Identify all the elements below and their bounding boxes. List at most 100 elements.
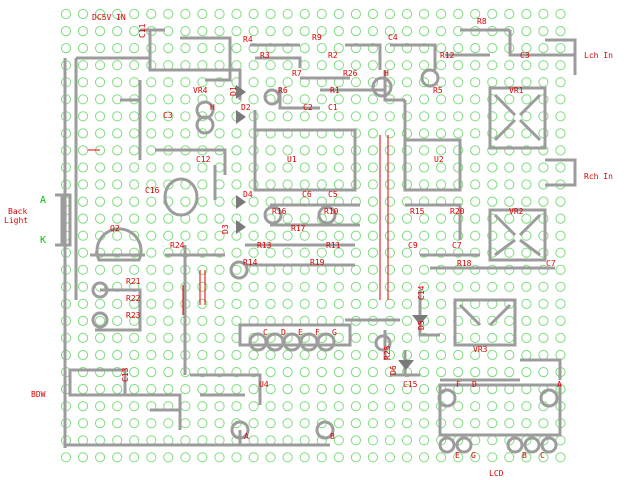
board-pad: [367, 452, 378, 463]
r21-pad: [91, 281, 109, 299]
board-pad: [350, 401, 361, 412]
board-pad: [487, 145, 498, 156]
board-pad: [401, 315, 413, 326]
trace-dc-in: [148, 30, 242, 100]
board-pad: [384, 264, 395, 275]
board-pad: [112, 111, 123, 122]
board-pad: [77, 349, 89, 361]
board-pad: [367, 281, 378, 292]
board-pad: [77, 162, 89, 173]
trace-r21-r23: [95, 288, 142, 332]
trace-u1-box: [253, 110, 357, 192]
board-pad: [401, 401, 413, 412]
board-pad: [197, 298, 208, 309]
board-pad: [419, 418, 430, 429]
board-pad: [333, 384, 344, 395]
label-lcd-e: E: [455, 451, 460, 460]
q2-transistor: [95, 227, 143, 262]
board-pad: [419, 332, 430, 343]
board-pad: [299, 43, 310, 54]
board-pad: [350, 452, 361, 463]
r6-pad: [263, 88, 281, 106]
label-lcd-g: G: [471, 451, 476, 460]
board-pad: [504, 367, 515, 378]
board-pad: [333, 111, 344, 122]
board-pad: [214, 281, 225, 292]
board-pad: [163, 298, 174, 309]
board-pad: [77, 145, 89, 156]
board-pad: [282, 230, 293, 241]
label-light: Light: [4, 216, 28, 225]
board-pad: [538, 230, 549, 241]
label-r23: R23: [126, 311, 141, 320]
trace-u2-box: [403, 100, 462, 192]
board-pad: [95, 60, 106, 71]
board-pad: [538, 26, 549, 37]
board-pad: [470, 179, 481, 190]
board-pad: [146, 281, 157, 292]
board-pad: [436, 230, 447, 241]
trace-c14: [418, 290, 440, 337]
board-pad: [112, 213, 123, 224]
board-pad: [231, 145, 242, 156]
board-pad: [384, 196, 395, 207]
board-pad: [538, 43, 549, 54]
board-pad: [350, 247, 361, 258]
board-pad: [419, 435, 430, 446]
board-pad: [470, 111, 481, 122]
label-vr2: VR2: [509, 207, 524, 216]
board-pad: [214, 298, 225, 309]
board-pad: [487, 230, 498, 241]
board-pad: [299, 247, 310, 258]
board-pad: [504, 452, 515, 463]
board-pad: [214, 94, 225, 105]
board-pad: [538, 367, 549, 378]
trace-display-segments: [238, 323, 352, 347]
label-r14: R14: [243, 258, 258, 267]
label-r18: R18: [457, 259, 472, 268]
board-pad: [436, 349, 447, 361]
board-pad: [265, 247, 276, 258]
board-pad: [504, 196, 515, 207]
board-pad: [333, 247, 344, 258]
board-pad: [163, 281, 174, 292]
label-lcd-c: C: [540, 451, 545, 460]
board-pad: [112, 8, 123, 20]
board-pad: [333, 281, 344, 292]
board-pad: [384, 162, 395, 173]
board-pad: [231, 43, 242, 54]
label-c3-top: C3: [520, 51, 530, 60]
board-pad: [453, 401, 464, 412]
components: [60, 68, 559, 454]
board-pad: [521, 26, 532, 37]
board-pad: [538, 264, 549, 275]
board-pad: [470, 196, 481, 207]
lcd-pin-4: [523, 436, 541, 454]
board-pad: [77, 43, 89, 54]
board-pad: [401, 349, 413, 361]
board-pad: [504, 94, 515, 105]
board-pad: [555, 94, 566, 105]
board-pad: [555, 43, 566, 54]
board-pad: [146, 418, 157, 429]
board-pad: [521, 145, 532, 156]
board-pad: [197, 179, 208, 190]
vr3-symbol: [458, 303, 512, 327]
board-pad: [487, 367, 498, 378]
board-pad: [401, 298, 413, 309]
board-pad: [401, 418, 413, 429]
board-pad: [436, 315, 447, 326]
board-pad: [163, 315, 174, 326]
board-pad: [401, 77, 413, 88]
text-labels: DC5V IN C11 R4 R9 C4 R8 R3 R2 R12 C3 Lch…: [4, 13, 613, 478]
board-pad: [555, 264, 566, 275]
board-pad: [367, 213, 378, 224]
board-pad: [504, 213, 515, 224]
board-pad: [367, 60, 378, 71]
label-r19: R19: [310, 258, 325, 267]
board-pad: [265, 162, 276, 173]
board-pad: [146, 332, 157, 343]
board-pad: [538, 213, 549, 224]
trace-vr2-box: [488, 208, 547, 262]
